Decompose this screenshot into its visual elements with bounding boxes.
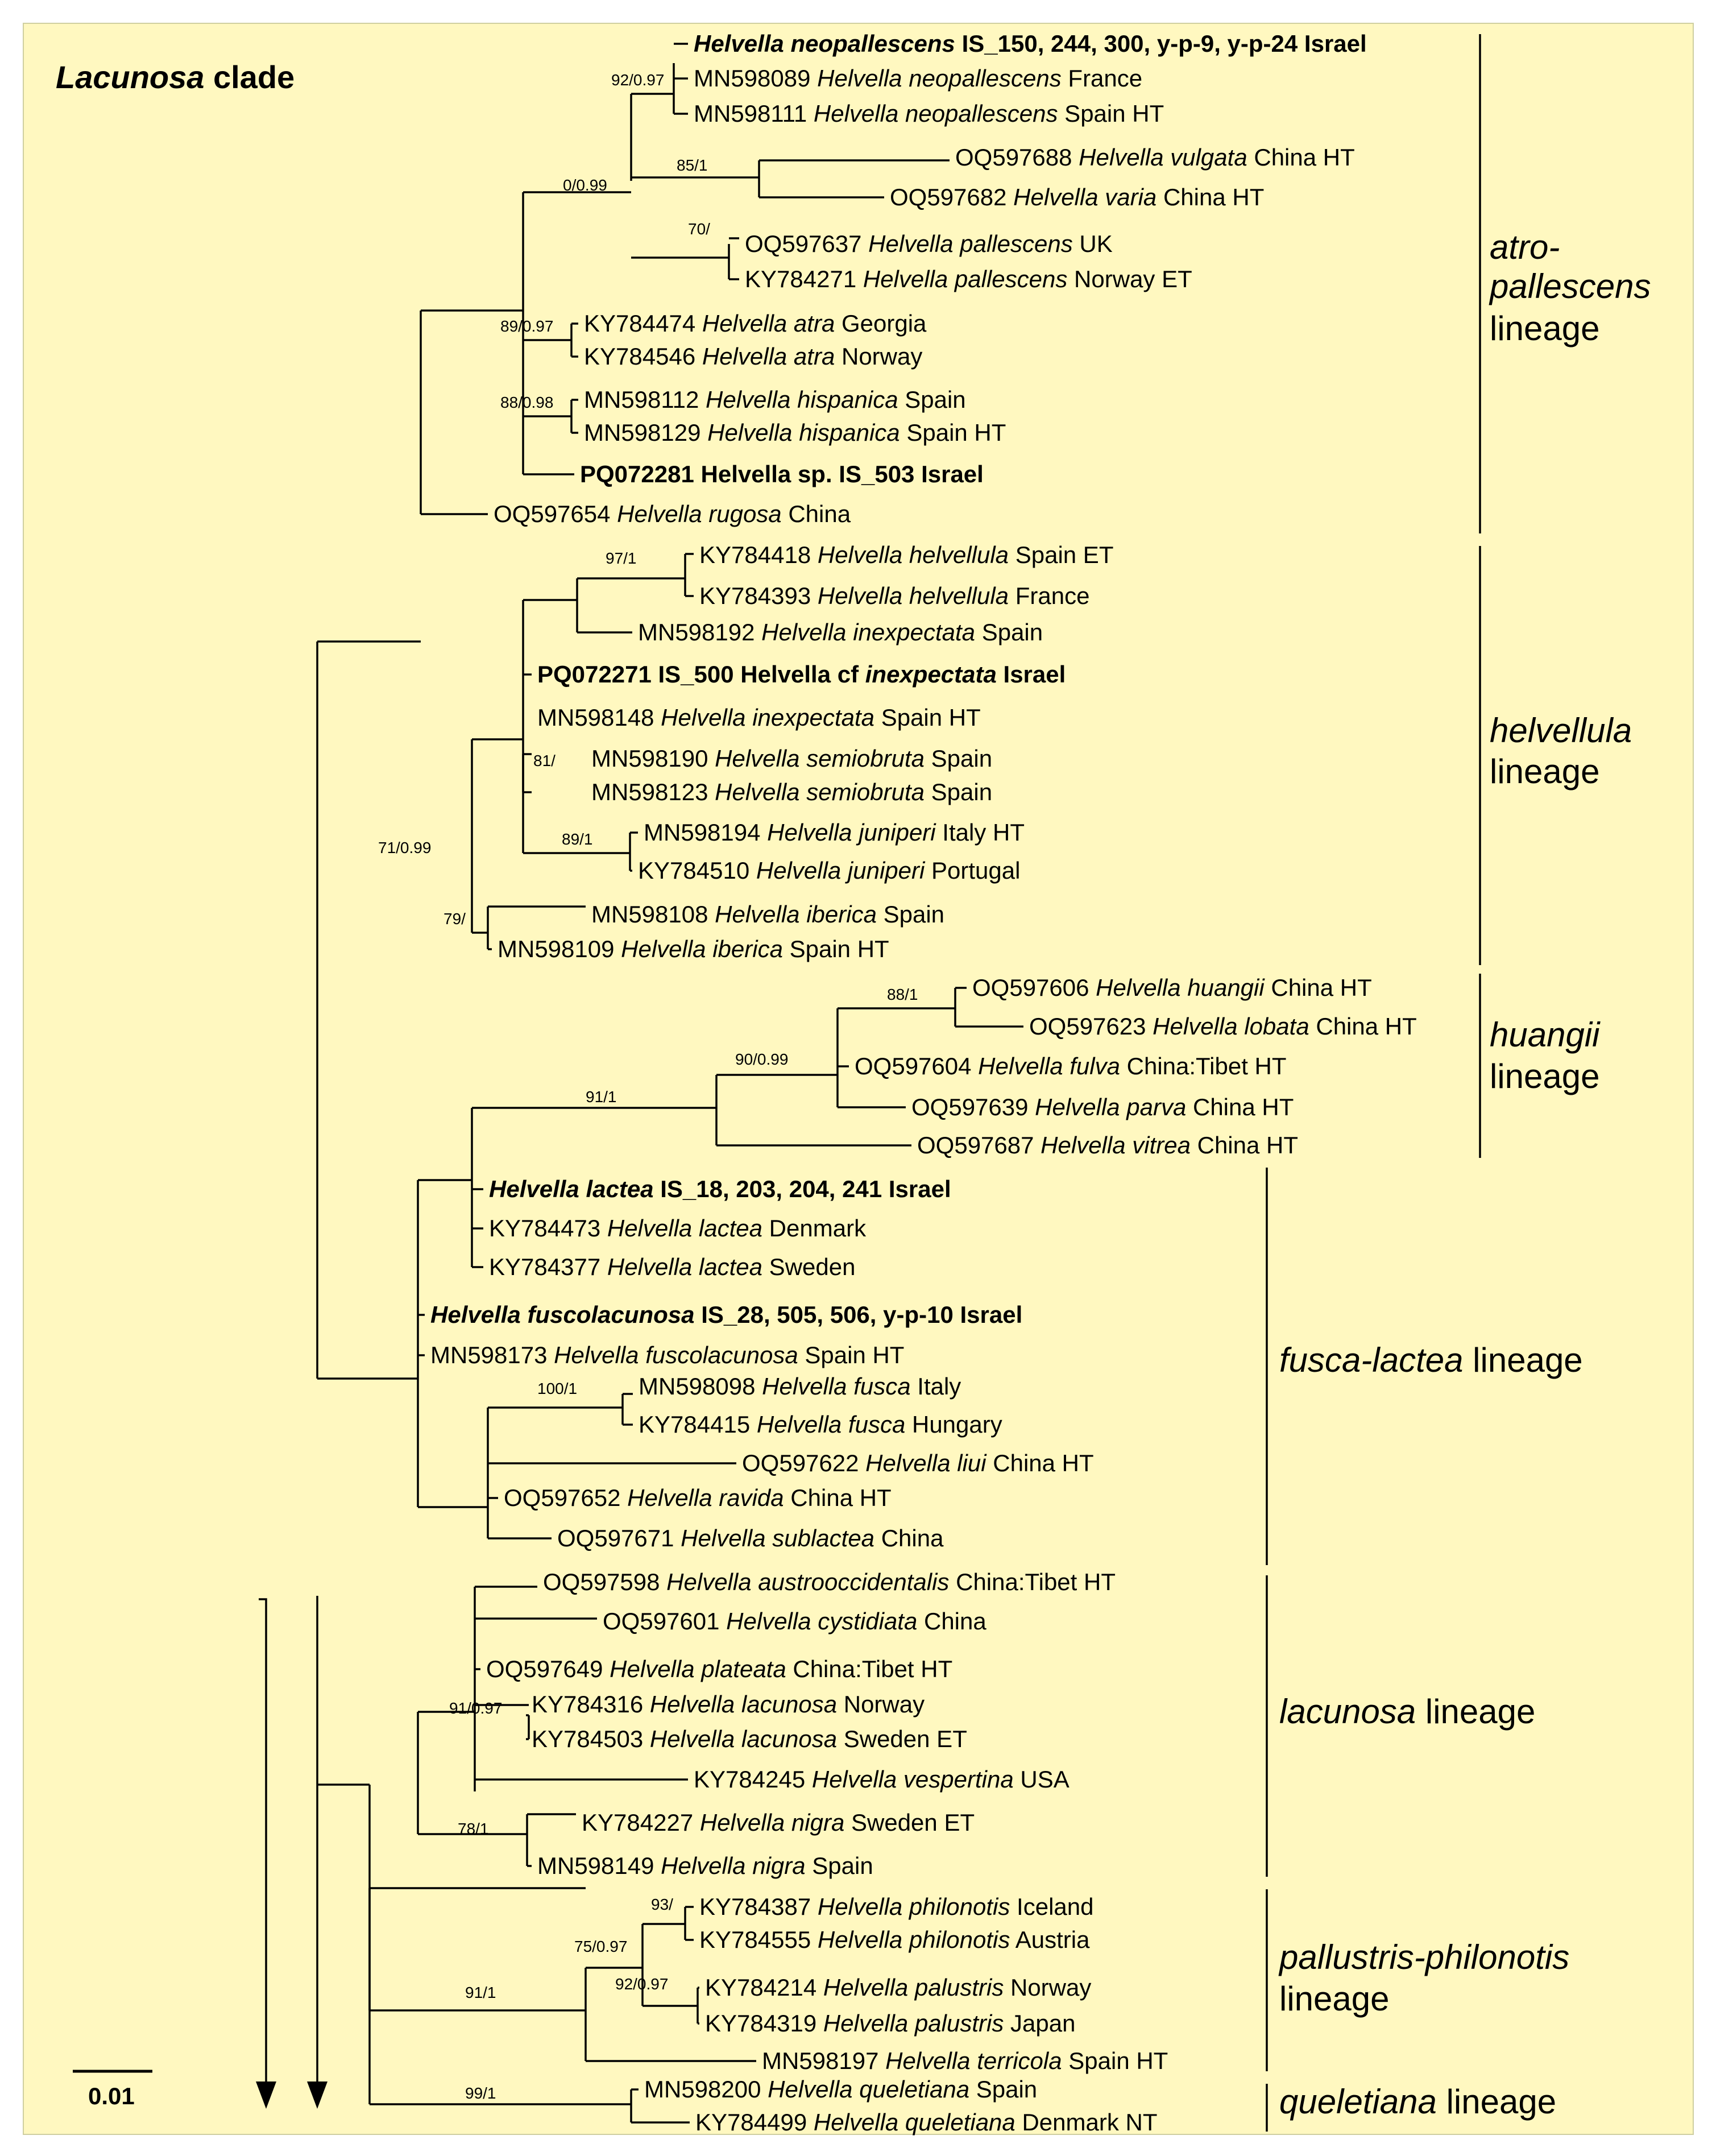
support-value: 89/1 [562,830,593,848]
taxon-label: MN598197 Helvella terricola Spain HT [762,2047,1168,2074]
taxon-label: KY784499 Helvella queletiana Denmark NT [695,2109,1157,2136]
support-value: 92/0.97 [611,71,664,89]
support-value: 91/1 [586,1088,617,1106]
taxon-label: KY784227 Helvella nigra Sweden ET [582,1809,975,1836]
support-value: 89/0.97 [500,317,553,335]
support-value: 78/1 [458,1820,489,1838]
taxon-label: OQ597637 Helvella pallescens UK [745,230,1113,257]
taxon-label: MN598098 Helvella fusca Italy [639,1373,961,1400]
taxon-label: KY784271 Helvella pallescens Norway ET [745,266,1192,292]
taxon-label: MN598129 Helvella hispanica Spain HT [584,419,1006,446]
lineage-label: huangii [1490,1016,1601,1054]
taxon-label: KY784510 Helvella juniperi Portugal [638,857,1020,884]
support-value: 92/0.97 [615,1975,668,1993]
taxon-label: MN598123 Helvella semiobruta Spain [591,779,992,805]
taxon-label: KY784418 Helvella helvellula Spain ET [699,541,1113,568]
taxon-label: Helvella lactea IS_18, 203, 204, 241 Isr… [489,1176,951,1202]
taxon-label: Helvella neopallescens IS_150, 244, 300,… [694,30,1367,57]
taxon-label: KY784214 Helvella palustris Norway [705,1974,1091,2001]
lineage-label: pallescens [1489,267,1651,305]
taxon-label: KY784316 Helvella lacunosa Norway [532,1691,925,1718]
taxon-label: OQ597622 Helvella liui China HT [742,1450,1094,1476]
support-value: 99/1 [465,2084,496,2102]
taxon-label: MN598148 Helvella inexpectata Spain HT [537,704,981,731]
taxon-label: OQ597604 Helvella fulva China:Tibet HT [855,1053,1287,1079]
taxon-label: OQ597649 Helvella plateata China:Tibet H… [486,1656,952,1682]
taxon-label: MN598173 Helvella fuscolacunosa Spain HT [430,1342,904,1368]
taxon-label: PQ072281 Helvella sp. IS_503 Israel [580,461,984,487]
taxon-label: MN598089 Helvella neopallescens France [694,65,1142,92]
lineage-label: lineage [1490,1057,1600,1095]
scale-bar-label: 0.01 [88,2083,135,2109]
lineage-label: helvellula [1490,711,1632,750]
lineage-label: fusca-lactea lineage [1279,1341,1583,1379]
taxon-label: OQ597652 Helvella ravida China HT [504,1484,892,1511]
support-value: 91/1 [465,1984,496,2001]
taxon-label: KY784555 Helvella philonotis Austria [699,1926,1090,1953]
taxon-label: MN598112 Helvella hispanica Spain [584,386,966,413]
support-value: 97/1 [606,549,637,567]
support-value: 70/ [688,220,710,238]
taxon-label: OQ597654 Helvella rugosa China [494,500,851,527]
taxon-label: KY784415 Helvella fusca Hungary [639,1411,1002,1438]
taxon-label: KY784503 Helvella lacunosa Sweden ET [532,1725,967,1752]
taxon-label: OQ597688 Helvella vulgata China HT [955,144,1355,171]
taxon-label: KY784319 Helvella palustris Japan [705,2010,1075,2037]
taxon-label: OQ597687 Helvella vitrea China HT [917,1132,1298,1158]
support-value: 90/0.99 [735,1050,788,1068]
lineage-label: pallustris-philonotis [1278,1938,1569,1976]
taxon-label: MN598108 Helvella iberica Spain [591,901,944,928]
lineage-label: queletiana lineage [1279,2083,1556,2121]
support-value: 91/0.97 [449,1699,502,1717]
taxon-label: MN598111 Helvella neopallescens Spain HT [694,100,1164,127]
support-value: 93/ [651,1896,673,1913]
taxon-label: MN598200 Helvella queletiana Spain [644,2076,1037,2103]
taxon-label: KY784474 Helvella atra Georgia [584,310,927,337]
taxon-label: Helvella fuscolacunosa IS_28, 505, 506, … [430,1301,1022,1328]
support-value: 85/1 [677,156,708,174]
taxon-label: OQ597682 Helvella varia China HT [890,184,1264,210]
taxon-label: OQ597601 Helvella cystidiata China [603,1608,986,1634]
support-value: 0/0.99 [563,176,607,194]
lineage-label: lineage [1279,1980,1390,2018]
support-value: 88/1 [887,986,918,1003]
taxon-label: KY784473 Helvella lactea Denmark [489,1215,867,1242]
taxon-label: OQ597606 Helvella huangii China HT [972,974,1372,1001]
taxon-label: OQ597598 Helvella austrooccidentalis Chi… [543,1569,1116,1595]
taxon-label: OQ597623 Helvella lobata China HT [1029,1013,1417,1040]
lineage-label: lineage [1490,752,1600,791]
taxon-label: MN598190 Helvella semiobruta Spain [591,745,992,772]
figure-panel [23,23,1694,2135]
support-value: 81/ [533,752,556,769]
taxon-label: PQ072271 IS_500 Helvella cf inexpectata … [537,661,1066,688]
taxon-label: OQ597639 Helvella parva China HT [911,1094,1294,1120]
lineage-label: lacunosa lineage [1279,1692,1535,1731]
root-arrowhead-left [256,2081,276,2109]
support-value: 75/0.97 [574,1938,627,1955]
lineage-label: atro- [1490,228,1560,266]
figure-title: Lacunosa clade [56,59,295,95]
taxon-label: KY784245 Helvella vespertina USA [694,1766,1070,1793]
taxon-label: KY784377 Helvella lactea Sweden [489,1253,855,1280]
taxon-label: MN598194 Helvella juniperi Italy HT [644,819,1025,846]
taxon-label: KY784393 Helvella helvellula France [699,582,1089,609]
support-value: 79/ [443,910,466,928]
taxon-label: MN598109 Helvella iberica Spain HT [498,936,889,962]
taxon-label: MN598192 Helvella inexpectata Spain [638,619,1043,645]
support-value: 100/1 [537,1380,577,1397]
taxon-label: OQ597671 Helvella sublactea China [557,1525,944,1551]
lineage-label: lineage [1490,309,1600,347]
root-arrowhead-right [307,2081,328,2109]
root-arrow-left [259,1598,267,2081]
taxon-label: MN598149 Helvella nigra Spain [537,1852,873,1879]
support-value: 88/0.98 [500,394,553,411]
taxon-label: KY784387 Helvella philonotis Iceland [699,1893,1094,1920]
taxon-label: KY784546 Helvella atra Norway [584,343,922,370]
support-value: 71/0.99 [378,839,431,856]
